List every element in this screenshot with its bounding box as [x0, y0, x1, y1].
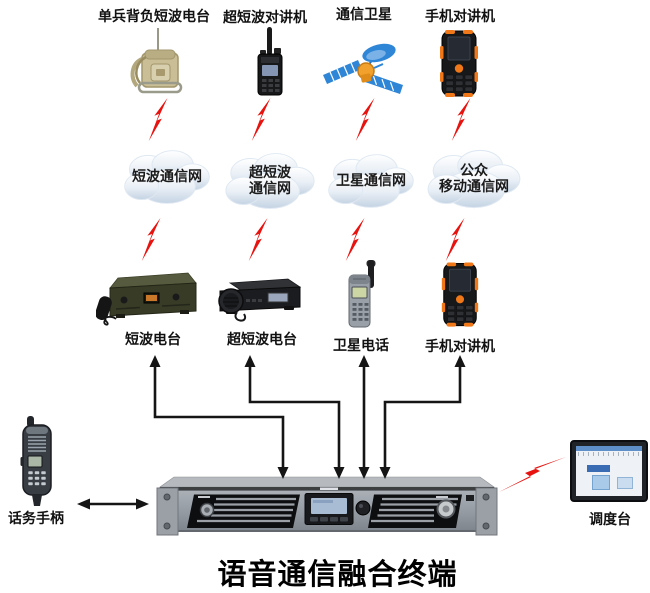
- cloud-satellite-network: 卫星通信网: [324, 150, 418, 212]
- cloud-hf-network: 短波通信网: [120, 146, 214, 208]
- monitor-toolbar: [578, 452, 640, 456]
- monitor-panel: [591, 475, 610, 490]
- handset-label: 话务手柄: [8, 511, 64, 527]
- console-label: 调度台: [589, 512, 631, 528]
- network-label-line2: 移动通信网: [439, 179, 509, 195]
- monitor-label-bar: [586, 465, 611, 472]
- network-label: 短波通信网: [132, 169, 202, 185]
- top-device-label-rugged-phone: 手机对讲机: [425, 9, 495, 25]
- diagram-title: 语音通信融合终端: [217, 557, 458, 591]
- backpack-radio-icon: [130, 28, 183, 94]
- network-label-line1: 公众: [460, 163, 488, 179]
- satellite-phone-icon: [348, 260, 376, 328]
- cloud-shape: [328, 154, 414, 208]
- vhf-radio-icon: [218, 278, 302, 322]
- rugged-phone-icon: [440, 30, 478, 97]
- monitor-panel: [616, 477, 634, 489]
- walkie-talkie-icon: [257, 27, 283, 96]
- hf-radio-icon: [96, 272, 197, 326]
- rugged-phone-icon: [441, 262, 479, 327]
- access-device-label-sat-phone: 卫星电话: [333, 338, 389, 354]
- network-label-line1: 超短波: [249, 165, 291, 181]
- fusion-terminal-device: [156, 476, 498, 536]
- network-label: 卫星通信网: [336, 173, 406, 189]
- cloud-shape: [225, 153, 315, 209]
- top-device-label-backpack-radio: 单兵背负短波电台: [98, 9, 210, 25]
- cloud-shape: [124, 150, 210, 204]
- left-vent-panel: [187, 494, 300, 528]
- satellite-icon: [323, 43, 403, 94]
- terminal-knob: [355, 500, 371, 516]
- top-device-label-satellite: 通信卫星: [336, 7, 392, 23]
- access-device-label-hf-radio: 短波电台: [125, 332, 181, 348]
- access-device-label-vhf-radio: 超短波电台: [227, 332, 297, 348]
- top-device-label-walkie-talkie: 超短波对讲机: [223, 10, 307, 26]
- cloud-public-mobile-network: 公众 移动通信网: [423, 146, 525, 212]
- dispatch-console-monitor: [570, 440, 648, 502]
- access-device-label-rugged-phone: 手机对讲机: [425, 339, 495, 355]
- right-vent-panel: [368, 494, 462, 528]
- network-label-line2: 通信网: [249, 181, 291, 197]
- monitor-screen: [576, 446, 642, 496]
- cloud-vhf-network: 超短波 通信网: [221, 148, 319, 214]
- lightning-bolt-console-icon: [499, 457, 566, 492]
- monitor-titlebar: [576, 446, 642, 451]
- operator-handset-icon: [20, 416, 52, 506]
- cloud-shape: [427, 149, 521, 209]
